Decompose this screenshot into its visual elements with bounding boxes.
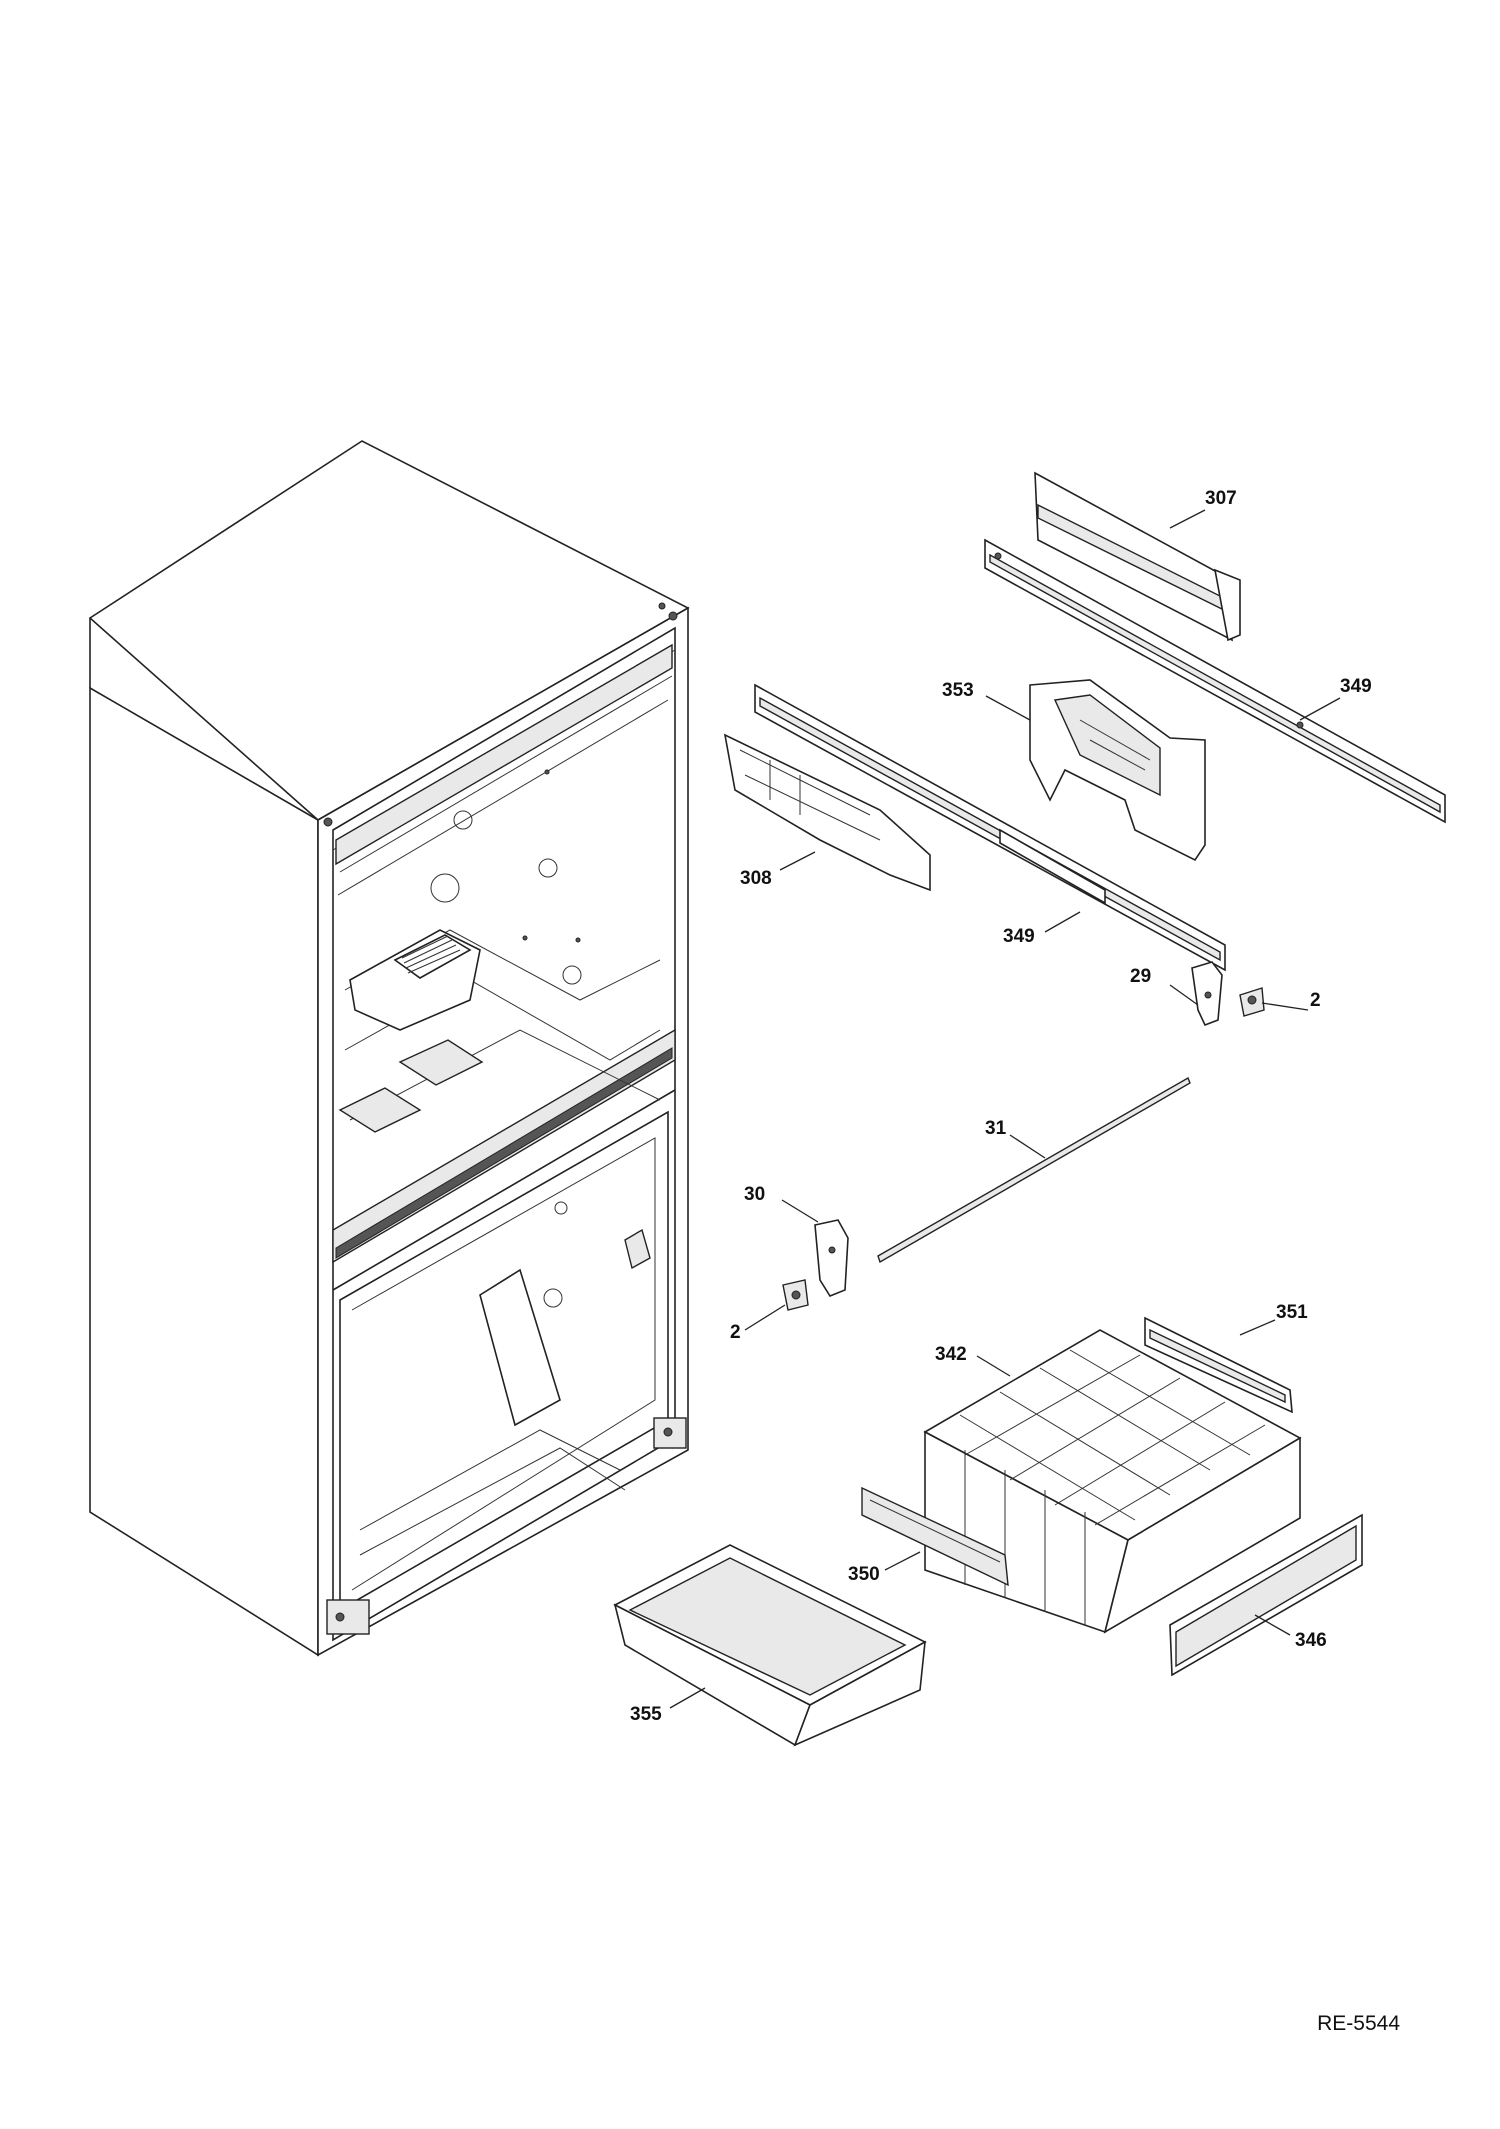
part-353-drawer-bracket [1029,679,1206,862]
callout-29: 29 [1130,966,1151,987]
part-350-basket-slide [861,1486,1009,1587]
callout-307: 307 [1205,488,1237,509]
callout-2-lower: 2 [730,1322,741,1343]
callout-351: 351 [1276,1302,1308,1323]
part-307-rail-bracket [1034,471,1241,642]
callout-350: 350 [848,1564,880,1585]
leader-lines [669,509,1341,1709]
callout-31: 31 [985,1118,1007,1139]
callout-342: 342 [935,1344,967,1365]
part-346-drawer-front [1169,1513,1363,1677]
callout-30: 30 [744,1184,765,1205]
callout-355: 355 [630,1704,662,1725]
callout-308: 308 [740,868,772,889]
refrigerator-cabinet [88,440,690,1657]
part-2-screw-upper [1239,987,1265,1017]
part-30-mount [814,1219,849,1297]
part-349-upper-slide [984,538,1446,824]
part-342-wire-basket [923,1329,1302,1634]
part-31-rod [877,1076,1191,1264]
document-code: RE-5544 [1317,2012,1400,2035]
callout-labels: 307 349 353 308 349 29 2 31 30 2 351 342… [630,488,1372,1725]
part-355-pan [613,1544,927,1747]
callout-349-lower: 349 [1003,926,1035,947]
part-351-basket-slide [1144,1316,1293,1414]
part-2-screw-lower [782,1279,809,1311]
callout-346: 346 [1295,1630,1327,1651]
vent-grille [401,935,461,974]
callout-2-upper: 2 [1310,990,1321,1011]
part-29-mount [1191,961,1223,1027]
part-349-lower-slide [754,683,1226,972]
bottom-hinge [326,1417,687,1635]
callout-349-upper: 349 [1340,676,1372,697]
callout-353: 353 [942,680,974,701]
part-308-left-bracket [723,733,931,892]
